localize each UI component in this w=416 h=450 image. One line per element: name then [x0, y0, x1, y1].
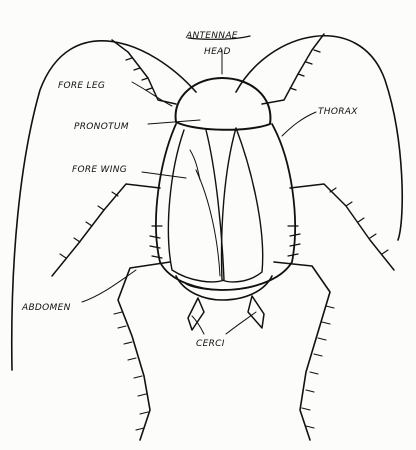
label-pronotum: PRONOTUM	[74, 122, 129, 132]
fore-leg-right	[262, 34, 324, 104]
antenna-right	[236, 36, 402, 240]
fore-leg-left	[112, 40, 176, 104]
leader-thorax	[282, 112, 316, 136]
fore-wing-right	[222, 128, 263, 282]
label-thorax: THORAX	[318, 107, 358, 117]
leader-fore-wing	[142, 172, 186, 178]
fore-wing-left	[168, 130, 224, 282]
label-abdomen: ABDOMEN	[21, 303, 71, 313]
label-fore-leg: FORE LEG	[58, 81, 105, 91]
label-antennae: ANTENNAE	[185, 31, 238, 41]
leader-pronotum	[148, 120, 200, 124]
label-fore-wing: FORE WING	[72, 165, 127, 175]
cercus-left	[188, 298, 204, 330]
label-head: HEAD	[204, 47, 231, 57]
body-outline	[156, 124, 295, 290]
hind-leg-right	[274, 262, 330, 440]
middle-leg-left	[52, 184, 160, 276]
middle-leg-right	[290, 184, 394, 270]
label-cerci: CERCI	[196, 339, 225, 349]
